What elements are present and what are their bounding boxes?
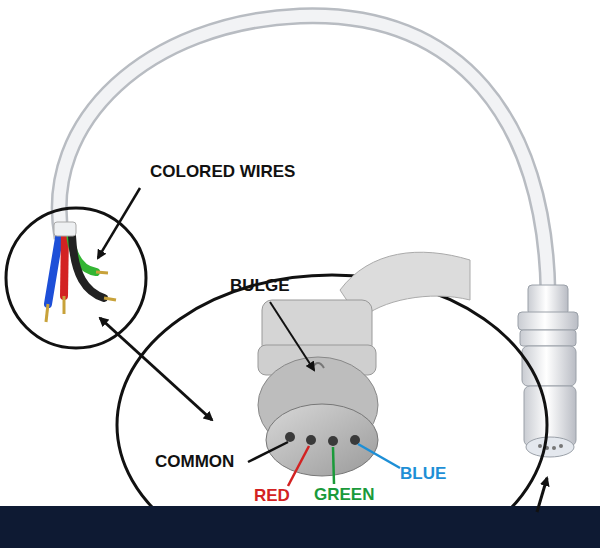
- wire-ends: [46, 222, 116, 322]
- connector-face: [258, 252, 470, 476]
- part-label: BLUE: [400, 464, 446, 484]
- leader-line: [248, 442, 288, 462]
- part-label: RED: [254, 486, 290, 506]
- leader-line: [333, 447, 334, 484]
- part-label: BULGE: [230, 276, 290, 296]
- leader-line: [98, 188, 140, 258]
- cable-shadow: [59, 16, 548, 292]
- part-label: COLORED WIRES: [150, 162, 295, 182]
- cable: [59, 16, 548, 292]
- double-arrow: [100, 318, 212, 420]
- leader-line: [537, 478, 547, 512]
- leader-line: [270, 302, 314, 370]
- part-label: GREEN: [314, 485, 374, 505]
- callout-circle: [6, 208, 146, 348]
- leader-line: [358, 444, 400, 468]
- part-label: COMMON: [155, 452, 234, 472]
- leader-line: [288, 446, 309, 486]
- bottom-band: [0, 506, 600, 548]
